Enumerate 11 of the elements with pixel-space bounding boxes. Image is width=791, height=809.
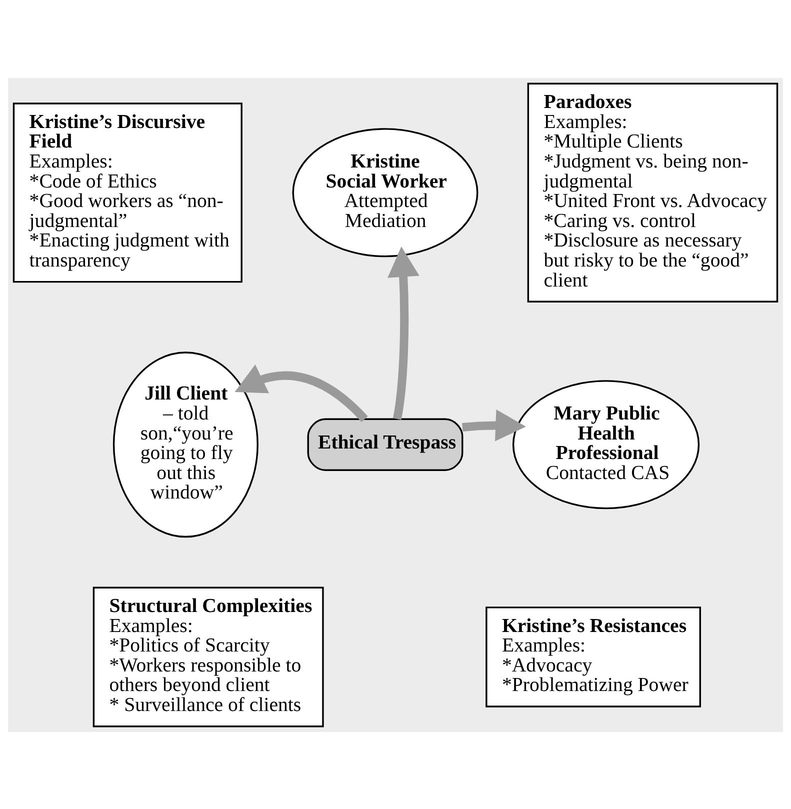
node-ellipse: Kristine Social Worker Attempted Mediation — [292, 128, 478, 257]
node-box: Kristine’s Resistances Examples: *Advocacy *Problematizing Power — [486, 606, 701, 707]
arrow — [234, 364, 368, 422]
node-ellipse: Mary Public Health Professional Contacted CAS — [512, 380, 700, 509]
node-box: Kristine’s Discursive Field Examples: *Code of Ethics *Good workers as “non-judgmental” *Enacting judgment with transparency — [12, 102, 242, 282]
node-box: Structural Complexities Examples: *Politics of Scarcity *Workers responsible to others beyond client * Surveillance of clients — [92, 586, 324, 727]
arrow — [462, 408, 526, 441]
node-ellipse: Jill Client – told son,“you’re going to fly out this window” — [112, 351, 258, 538]
node-box: Paradoxes Examples: *Multiple Clients *Judgment vs. being non-judgmental *United Front vs. Advocacy *Caring vs. control *Disclosure as necessary but risky to be the “good” client — [527, 82, 778, 302]
node-box: Ethical Trespass — [307, 418, 464, 470]
arrow — [388, 246, 420, 420]
